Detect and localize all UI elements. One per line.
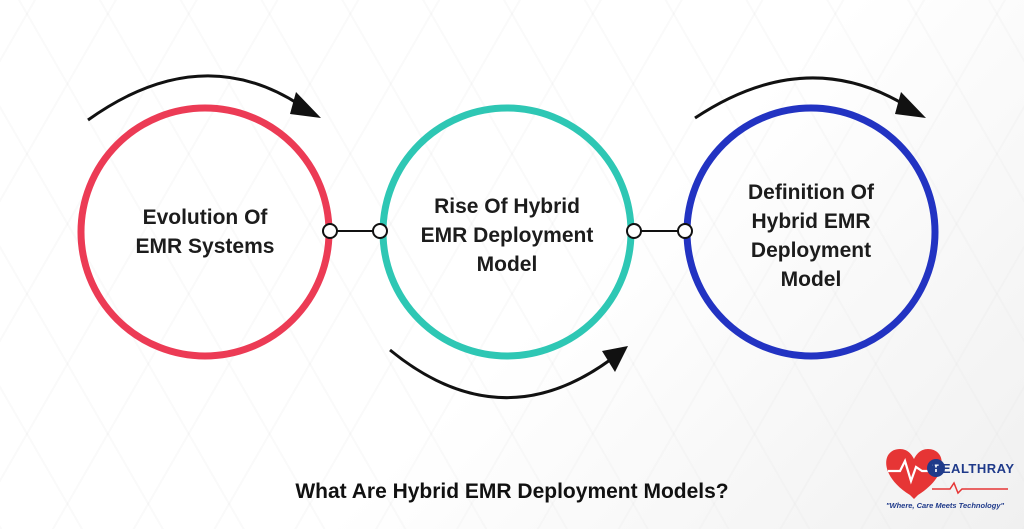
arrow-top-right [694, 76, 926, 120]
logo-tagline: "Where, Care Meets Technology" [885, 501, 1005, 510]
arrow-top-left [87, 74, 321, 122]
heart-icon: T [886, 449, 1008, 499]
arrow-bottom-middle [389, 346, 628, 400]
node-label-rise: Rise Of Hybrid EMR Deployment Model [420, 195, 594, 276]
connector-2 [626, 223, 693, 239]
node-label-definition: Definition Of Hybrid EMR Deployment Mode… [748, 181, 874, 291]
diagram-title: What Are Hybrid EMR Deployment Models? [295, 480, 729, 503]
svg-text:T: T [933, 463, 940, 475]
node-label-evolution: Evolution Of EMR Systems [135, 206, 275, 258]
connector-1 [322, 223, 388, 239]
logo-brand: HEALTHRAY [932, 461, 1015, 476]
healthray-logo: T HEALTHRAY "Where, Care Meets Technolog… [880, 443, 1014, 523]
